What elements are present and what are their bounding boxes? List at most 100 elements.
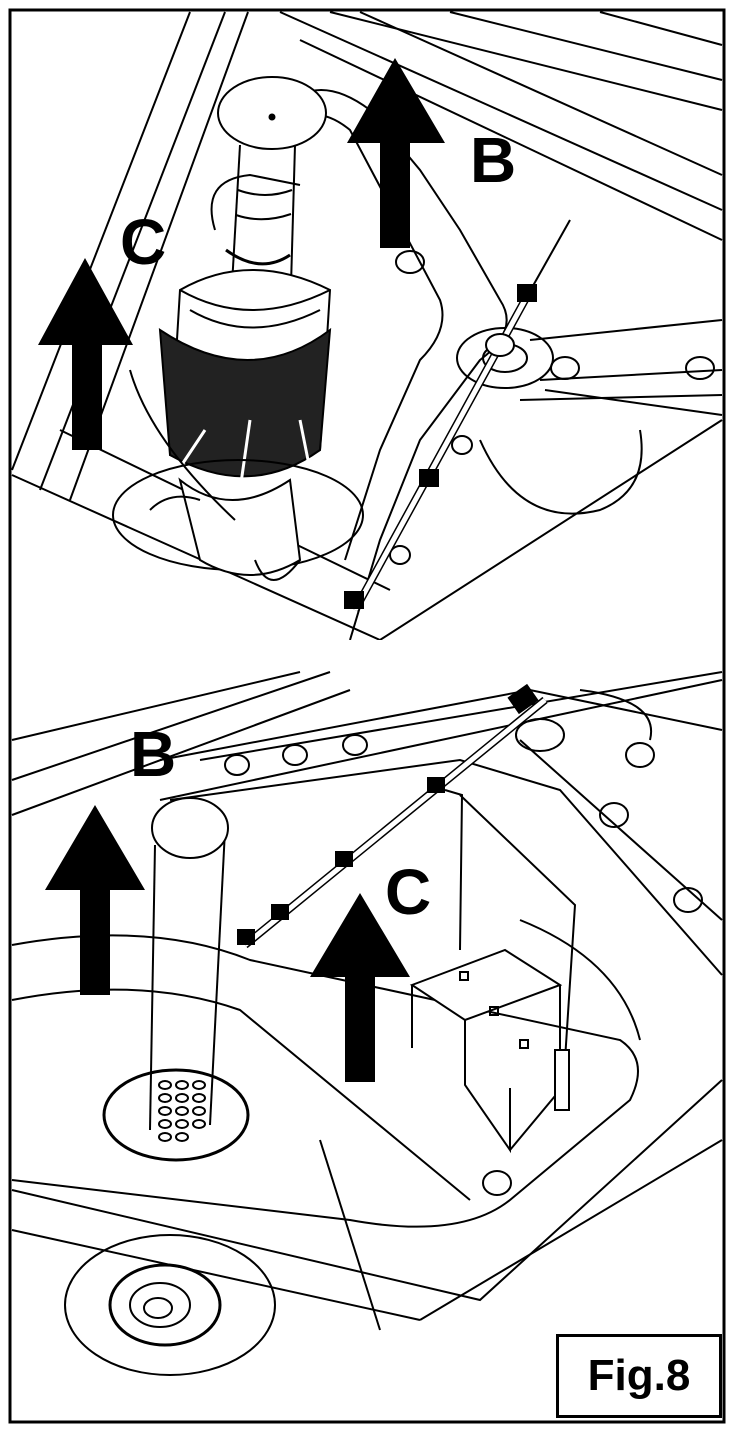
- bottom-pipe-coupler-1: [427, 777, 445, 793]
- arrow-up-icon: [347, 58, 445, 248]
- bottom-arm-hole-5: [673, 887, 703, 913]
- bottom-drain-inner: [129, 1282, 191, 1328]
- bottom-wall-1: [11, 671, 301, 741]
- top-wall-top-5: [449, 11, 723, 81]
- top-wall-top-4: [329, 11, 723, 111]
- top-filter-slot-3: [298, 419, 312, 471]
- bottom-rinse-pipe-fill: [243, 698, 547, 947]
- bottom-drain-hole: [143, 1297, 173, 1319]
- arrow-up-icon: [310, 893, 410, 1082]
- top-arm-hole-5: [389, 545, 411, 565]
- top-wall-top-2: [299, 39, 723, 241]
- bottom-floor-line-4: [319, 1139, 381, 1331]
- top-tub-contour: [299, 89, 508, 641]
- top-arm-hub-ring: [456, 327, 554, 389]
- top-arm-hole-2: [685, 356, 715, 380]
- bottom-panel: [11, 671, 723, 1376]
- top-filter-slot-2: [238, 419, 252, 491]
- bottom-wall-4: [159, 679, 723, 801]
- bottom-floor-line-2: [11, 1229, 421, 1321]
- top-filter-rim-2: [189, 309, 321, 329]
- bottom-arm-lower: [169, 758, 723, 976]
- arrow-up-icon: [45, 805, 145, 995]
- bottom-arm-hole-1: [224, 754, 250, 776]
- label-b-top: B: [470, 124, 517, 196]
- bottom-bracket-rod-2: [459, 794, 577, 1061]
- bottom-bracket-side: [464, 1020, 511, 1154]
- outer-frame: [8, 8, 726, 1424]
- bottom-drain-outer: [64, 1234, 276, 1376]
- top-pipe-coupler-3: [344, 591, 364, 609]
- bottom-floor-line: [11, 1079, 723, 1302]
- top-wall-top-1: [279, 11, 723, 211]
- bottom-pipe-cap: [151, 797, 229, 859]
- bottom-bracket-rod-1: [444, 789, 464, 951]
- top-well-edge: [210, 173, 301, 231]
- bottom-basin-edge: [11, 934, 639, 1228]
- top-pipe-coupler-1: [517, 284, 537, 302]
- bottom-arm-right: [519, 739, 723, 921]
- bottom-pipe-coupler-2: [335, 851, 353, 867]
- top-pipe-joint: [237, 189, 293, 196]
- top-well-stub: [178, 477, 302, 576]
- top-pipe-cap-dot: [268, 113, 276, 121]
- bottom-pipe-coupler-3: [271, 904, 289, 920]
- top-arm-hole-1: [550, 356, 580, 380]
- label-b-bottom: B: [130, 718, 177, 790]
- bottom-pipe-valve: [507, 683, 539, 715]
- bottom-drain-mid: [108, 1263, 222, 1347]
- top-wall-top-6: [599, 11, 723, 46]
- bottom-pipe-holes: [158, 1080, 206, 1142]
- top-well-outer: [129, 369, 236, 521]
- bottom-bracket-slot-1: [459, 971, 469, 981]
- top-arm-upper-1: [529, 319, 723, 341]
- bottom-floor-line-3: [419, 1139, 723, 1321]
- top-boss-ring: [479, 429, 643, 515]
- panel-gap: [12, 640, 722, 670]
- bottom-arm-boss: [579, 689, 653, 741]
- top-pipe-coupler-2: [419, 469, 439, 487]
- label-c-top: C: [120, 206, 167, 278]
- bottom-arm-hole-3: [342, 734, 368, 756]
- bottom-pipe-right: [209, 829, 226, 1126]
- bottom-wall-3: [11, 689, 351, 816]
- top-wall-left-2: [39, 11, 226, 491]
- top-pipe-joint-2: [235, 213, 292, 221]
- arrow-up-icon: [38, 258, 133, 450]
- bottom-pipe-base-ring: [102, 1068, 250, 1162]
- top-pipe-nozzle: [485, 333, 515, 357]
- bottom-arm-hole-6: [625, 742, 655, 768]
- top-arm-lower-1: [519, 394, 723, 401]
- top-wall-left-1: [11, 11, 191, 471]
- top-drain-edge-2: [254, 559, 301, 581]
- top-filter-mesh: [158, 327, 332, 478]
- top-pipe-cap: [217, 76, 327, 150]
- bottom-pipe-coupler-4: [237, 929, 255, 945]
- top-filter-slot-1: [173, 429, 207, 476]
- bottom-pipe-left: [149, 844, 156, 1131]
- bottom-wall-2: [11, 671, 331, 781]
- top-arm-lower-2: [544, 389, 723, 416]
- top-arm-hole-3: [395, 250, 425, 274]
- bottom-bracket-top: [409, 948, 563, 1022]
- top-filter-rim: [179, 289, 331, 311]
- bottom-bracket-foot: [554, 1049, 570, 1111]
- top-wall-top-3: [359, 11, 723, 176]
- top-pipe-clamp: [225, 248, 291, 266]
- label-c-bottom: C: [385, 856, 432, 928]
- top-drain-edge: [149, 495, 201, 511]
- top-arm-hole-4: [451, 435, 473, 455]
- bottom-arm-hole-4: [599, 802, 629, 828]
- bottom-bracket-slot-3: [519, 1039, 529, 1049]
- bottom-floor-hole: [482, 1170, 512, 1196]
- figure-label: Fig.8: [587, 1351, 691, 1400]
- bottom-basin-edge-3: [519, 919, 641, 1041]
- bottom-bracket-back: [509, 985, 561, 1151]
- bottom-arm-hole-2: [282, 744, 308, 766]
- bottom-basin-edge-2: [11, 988, 471, 1201]
- bottom-arm-hub: [515, 718, 565, 752]
- bottom-bracket-slot-2: [489, 1006, 499, 1016]
- figure-label-box: Fig.8: [556, 1334, 722, 1418]
